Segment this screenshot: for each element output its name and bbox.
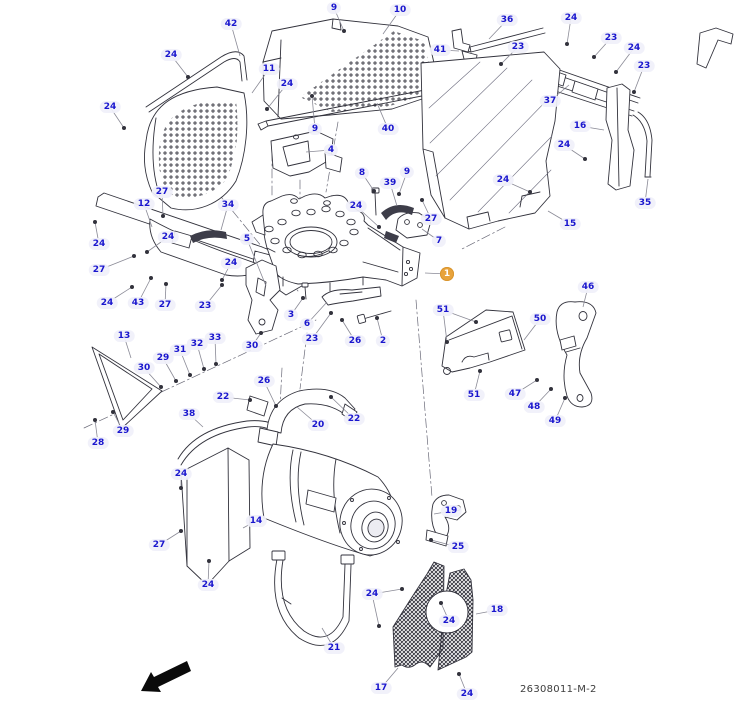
callout-41[interactable]: 41 (429, 44, 451, 56)
callout-22[interactable]: 22 (212, 391, 234, 403)
callout-1-highlighted[interactable]: 1 (440, 267, 454, 281)
callout-21[interactable]: 21 (323, 642, 345, 654)
callout-24[interactable]: 24 (197, 579, 219, 591)
callout-34[interactable]: 34 (217, 199, 239, 211)
callout-13[interactable]: 13 (113, 330, 135, 342)
callout-29[interactable]: 29 (112, 425, 134, 437)
callout-17[interactable]: 17 (370, 682, 392, 694)
callout-47[interactable]: 47 (504, 388, 526, 400)
callout-32[interactable]: 32 (186, 338, 208, 350)
callout-24[interactable]: 24 (456, 688, 478, 700)
callout-2[interactable]: 2 (375, 335, 391, 347)
callout-28[interactable]: 28 (87, 437, 109, 449)
callout-24[interactable]: 24 (276, 78, 298, 90)
callout-26[interactable]: 26 (344, 335, 366, 347)
callout-24[interactable]: 24 (88, 238, 110, 250)
callout-24[interactable]: 24 (438, 615, 460, 627)
callout-6[interactable]: 6 (299, 318, 315, 330)
callout-22[interactable]: 22 (343, 413, 365, 425)
callout-7[interactable]: 7 (431, 235, 447, 247)
callout-40[interactable]: 40 (377, 123, 399, 135)
callout-27[interactable]: 27 (420, 213, 442, 225)
callout-24[interactable]: 24 (99, 101, 121, 113)
callout-46[interactable]: 46 (577, 281, 599, 293)
callout-5[interactable]: 5 (239, 233, 255, 245)
callout-30[interactable]: 30 (133, 362, 155, 374)
callout-23[interactable]: 23 (301, 333, 323, 345)
callout-9[interactable]: 9 (326, 2, 342, 14)
callout-14[interactable]: 14 (245, 515, 267, 527)
callout-16[interactable]: 16 (569, 120, 591, 132)
callout-9[interactable]: 9 (307, 123, 323, 135)
callout-38[interactable]: 38 (178, 408, 200, 420)
callout-18[interactable]: 18 (486, 604, 508, 616)
callout-12[interactable]: 12 (133, 198, 155, 210)
callout-33[interactable]: 33 (204, 332, 226, 344)
callout-24[interactable]: 24 (560, 12, 582, 24)
callout-27[interactable]: 27 (88, 264, 110, 276)
callout-24[interactable]: 24 (157, 231, 179, 243)
callout-19[interactable]: 19 (440, 505, 462, 517)
callout-10[interactable]: 10 (389, 4, 411, 16)
callout-30[interactable]: 30 (241, 340, 263, 352)
callout-51[interactable]: 51 (463, 389, 485, 401)
callout-24[interactable]: 24 (361, 588, 383, 600)
callout-4[interactable]: 4 (323, 144, 339, 156)
callout-26[interactable]: 26 (253, 375, 275, 387)
callout-42[interactable]: 42 (220, 18, 242, 30)
callout-23[interactable]: 23 (600, 32, 622, 44)
callout-24[interactable]: 24 (96, 297, 118, 309)
callout-24[interactable]: 24 (623, 42, 645, 54)
callout-15[interactable]: 15 (559, 218, 581, 230)
callout-36[interactable]: 36 (496, 14, 518, 26)
callout-27[interactable]: 27 (154, 299, 176, 311)
callout-11[interactable]: 11 (258, 63, 280, 75)
callout-9[interactable]: 9 (399, 166, 415, 178)
callout-24[interactable]: 24 (220, 257, 242, 269)
callout-3[interactable]: 3 (283, 309, 299, 321)
callout-39[interactable]: 39 (379, 177, 401, 189)
callout-20[interactable]: 20 (307, 419, 329, 431)
callout-24[interactable]: 24 (492, 174, 514, 186)
callout-23[interactable]: 23 (194, 300, 216, 312)
callout-37[interactable]: 37 (539, 95, 561, 107)
callout-31[interactable]: 31 (169, 344, 191, 356)
callout-23[interactable]: 23 (633, 60, 655, 72)
callout-24[interactable]: 24 (553, 139, 575, 151)
callout-49[interactable]: 49 (544, 415, 566, 427)
callout-25[interactable]: 25 (447, 541, 469, 553)
callout-23[interactable]: 23 (507, 41, 529, 53)
callout-43[interactable]: 43 (127, 297, 149, 309)
callout-51[interactable]: 51 (432, 304, 454, 316)
figure-code: 26308011-M-2 (520, 684, 597, 695)
callout-8[interactable]: 8 (354, 167, 370, 179)
callout-29[interactable]: 29 (152, 352, 174, 364)
callout-27[interactable]: 27 (148, 539, 170, 551)
callout-48[interactable]: 48 (523, 401, 545, 413)
callout-35[interactable]: 35 (634, 197, 656, 209)
callout-27[interactable]: 27 (151, 186, 173, 198)
callout-24[interactable]: 24 (170, 468, 192, 480)
callout-24[interactable]: 24 (160, 49, 182, 61)
callout-24[interactable]: 24 (345, 200, 367, 212)
callout-50[interactable]: 50 (529, 313, 551, 325)
